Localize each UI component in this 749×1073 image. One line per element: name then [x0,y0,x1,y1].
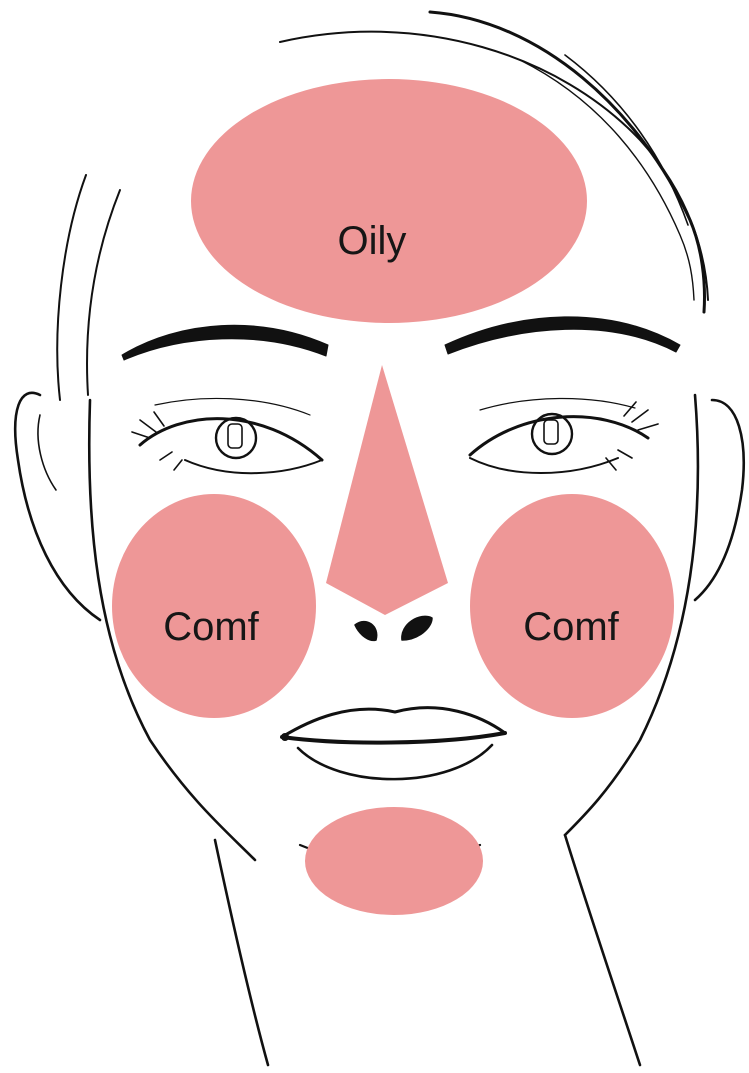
forehead-zone-label: Oily [338,219,407,263]
lips [281,708,505,779]
nose-zone [326,365,448,615]
forehead-zone [191,79,587,323]
eyebrows [122,317,680,360]
chin-zone [305,807,483,915]
left-cheek-zone-label: Comf [163,605,259,649]
right-eye [470,398,658,473]
nose [355,616,432,640]
left-eye [132,398,322,473]
zones [112,79,674,915]
right-cheek-zone-label: Comf [523,605,619,649]
